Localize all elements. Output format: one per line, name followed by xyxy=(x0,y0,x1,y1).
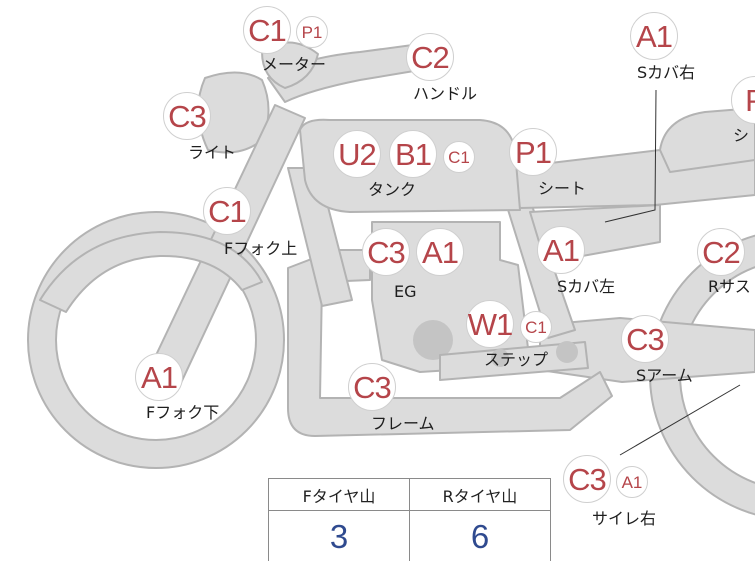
tail-cowl xyxy=(659,107,755,173)
step-peg-2 xyxy=(491,349,509,367)
step-subgrade: C1 xyxy=(520,311,552,343)
step-peg xyxy=(556,341,578,363)
scover-left-label: Sカバ左 xyxy=(557,277,616,296)
front-fender xyxy=(39,231,263,313)
meter-housing xyxy=(261,41,319,89)
seat-grade: P1 xyxy=(509,128,557,176)
side-right-grade: C3 xyxy=(563,455,611,503)
side-right-subgrade: A1 xyxy=(616,466,648,498)
rear-tread-header: Rタイヤ山 xyxy=(409,478,551,511)
rear-tread-value: 6 xyxy=(409,510,551,561)
meter-subgrade: P1 xyxy=(296,16,328,48)
rsus-label: Rサス xyxy=(708,277,751,296)
front-tread-value: 3 xyxy=(268,510,410,561)
scover-left-grade: A1 xyxy=(537,226,585,274)
step-grade: W1 xyxy=(466,300,514,348)
eg-grade-a: A1 xyxy=(416,228,464,276)
scover-right-label: Sカバ右 xyxy=(637,63,696,82)
sarm-grade: C3 xyxy=(621,315,669,363)
handle-grade: C2 xyxy=(406,33,454,81)
tire-tread-table: Fタイヤ山 Rタイヤ山 3 6 xyxy=(268,478,551,561)
frame-grade: C3 xyxy=(348,363,396,411)
eg-label: EG xyxy=(394,282,417,301)
rear-label-cut: シ xyxy=(733,126,750,145)
scover-right-grade: A1 xyxy=(630,12,678,60)
seat-label: シート xyxy=(538,179,587,198)
rsus-grade: C2 xyxy=(697,228,745,276)
meter-grade: C1 xyxy=(243,6,291,54)
engine-cover xyxy=(413,320,453,360)
handle-label: ハンドル xyxy=(413,84,478,103)
footstep xyxy=(439,341,589,381)
light-label: ライト xyxy=(188,143,237,162)
meter-label: メーター xyxy=(262,55,327,74)
leader-side-right xyxy=(619,384,741,456)
tank-subgrade: C1 xyxy=(443,141,475,173)
ffork-upper-grade: C1 xyxy=(203,187,251,235)
sarm-label: Sアーム xyxy=(636,366,693,385)
tank-grade-u: U2 xyxy=(333,130,381,178)
ffork-lower-label: Fフォク下 xyxy=(146,403,220,422)
ffork-lower-grade: A1 xyxy=(135,353,183,401)
ffork-upper-label: Fフォク上 xyxy=(224,239,298,258)
light-grade: C3 xyxy=(163,92,211,140)
leader-scover-right xyxy=(604,89,657,223)
frame-label: フレーム xyxy=(371,414,435,433)
side-right-label: サイレ右 xyxy=(592,509,657,528)
front-tread-header: Fタイヤ山 xyxy=(268,478,410,511)
tank-label: タンク xyxy=(368,180,417,199)
step-label: ステップ xyxy=(484,350,549,369)
tank-grade-b: B1 xyxy=(389,130,437,178)
eg-grade-c: C3 xyxy=(362,228,410,276)
